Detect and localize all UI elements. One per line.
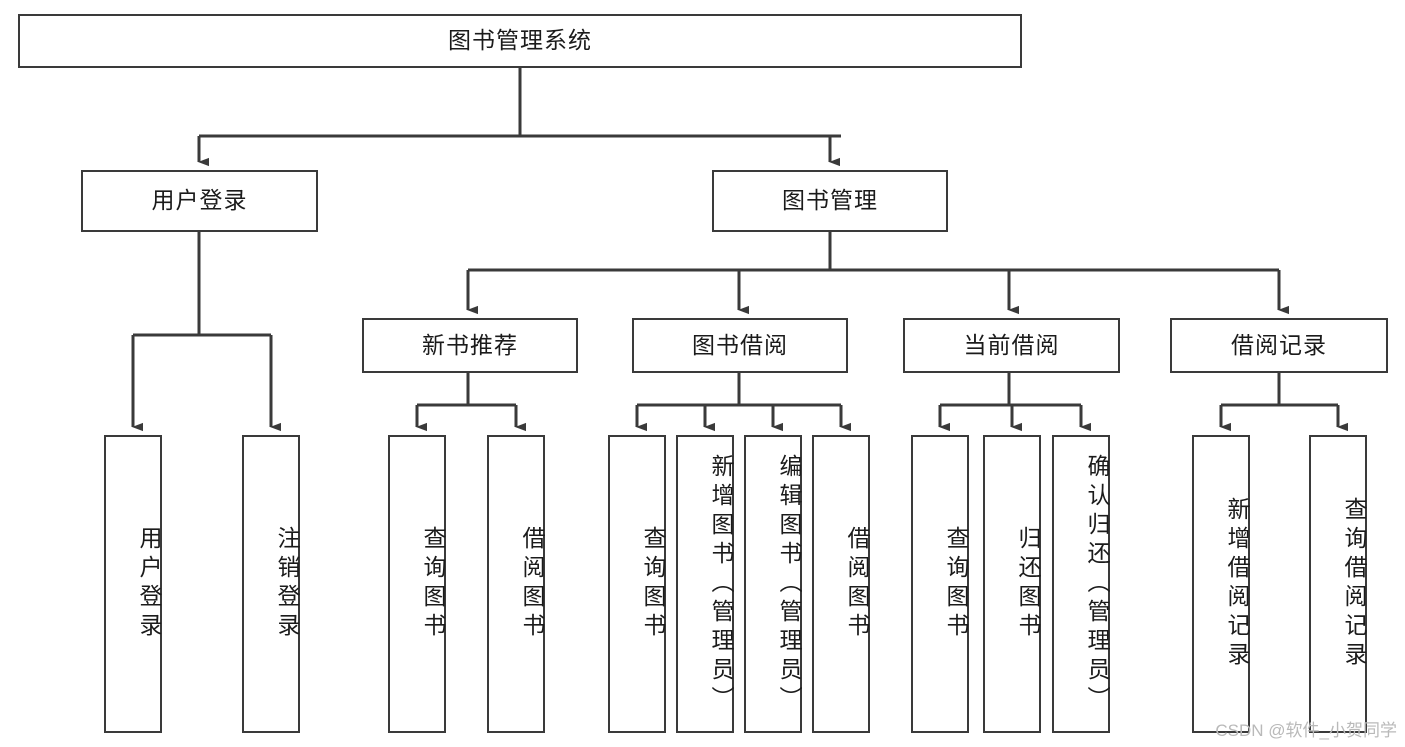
node-leaf-query-book-rec-label: 查询图书 xyxy=(420,526,446,642)
node-leaf-edit-book-admin-label: 编辑图书（管理员） xyxy=(776,453,802,715)
node-current-borrow[interactable]: 当前借阅 xyxy=(903,318,1120,373)
node-new-book-recommend[interactable]: 新书推荐 xyxy=(362,318,578,373)
node-leaf-return-book-label: 归还图书 xyxy=(1015,526,1041,642)
node-leaf-borrow-book-label: 借阅图书 xyxy=(844,526,870,642)
node-leaf-query-book-borrow[interactable]: 查询图书 xyxy=(608,435,666,733)
node-leaf-query-book-cur-label: 查询图书 xyxy=(943,526,969,642)
node-leaf-query-borrow-record-label: 查询借阅记录 xyxy=(1341,497,1367,671)
node-leaf-confirm-return-admin-label: 确认归还（管理员） xyxy=(1084,453,1110,715)
node-leaf-query-borrow-record[interactable]: 查询借阅记录 xyxy=(1309,435,1367,733)
node-borrow-record[interactable]: 借阅记录 xyxy=(1170,318,1388,373)
node-leaf-borrow-book[interactable]: 借阅图书 xyxy=(812,435,870,733)
node-borrow-record-label: 借阅记录 xyxy=(1231,331,1327,358)
node-book-borrow-label: 图书借阅 xyxy=(692,331,788,358)
node-root-label: 图书管理系统 xyxy=(448,27,592,54)
node-leaf-add-book-admin[interactable]: 新增图书（管理员） xyxy=(676,435,734,733)
node-leaf-add-book-admin-label: 新增图书（管理员） xyxy=(708,453,734,715)
node-leaf-user-login[interactable]: 用户登录 xyxy=(104,435,162,733)
node-new-book-recommend-label: 新书推荐 xyxy=(422,331,518,358)
node-leaf-confirm-return-admin[interactable]: 确认归还（管理员） xyxy=(1052,435,1110,733)
node-leaf-edit-book-admin[interactable]: 编辑图书（管理员） xyxy=(744,435,802,733)
node-leaf-add-borrow-record-label: 新增借阅记录 xyxy=(1224,497,1250,671)
node-leaf-user-login-label: 用户登录 xyxy=(136,526,162,642)
node-leaf-add-borrow-record[interactable]: 新增借阅记录 xyxy=(1192,435,1250,733)
node-book-manage-label: 图书管理 xyxy=(782,187,878,214)
node-leaf-borrow-book-rec-label: 借阅图书 xyxy=(519,526,545,642)
node-leaf-borrow-book-rec[interactable]: 借阅图书 xyxy=(487,435,545,733)
node-user-login[interactable]: 用户登录 xyxy=(81,170,318,232)
node-leaf-query-book-rec[interactable]: 查询图书 xyxy=(388,435,446,733)
node-leaf-user-logout-label: 注销登录 xyxy=(274,526,300,642)
node-book-manage[interactable]: 图书管理 xyxy=(712,170,948,232)
node-current-borrow-label: 当前借阅 xyxy=(963,331,1060,358)
node-user-login-label: 用户登录 xyxy=(151,187,248,214)
node-leaf-query-book-borrow-label: 查询图书 xyxy=(640,526,666,642)
node-leaf-query-book-cur[interactable]: 查询图书 xyxy=(911,435,969,733)
node-root[interactable]: 图书管理系统 xyxy=(18,14,1022,68)
node-leaf-return-book[interactable]: 归还图书 xyxy=(983,435,1041,733)
node-book-borrow[interactable]: 图书借阅 xyxy=(632,318,848,373)
node-leaf-user-logout[interactable]: 注销登录 xyxy=(242,435,300,733)
